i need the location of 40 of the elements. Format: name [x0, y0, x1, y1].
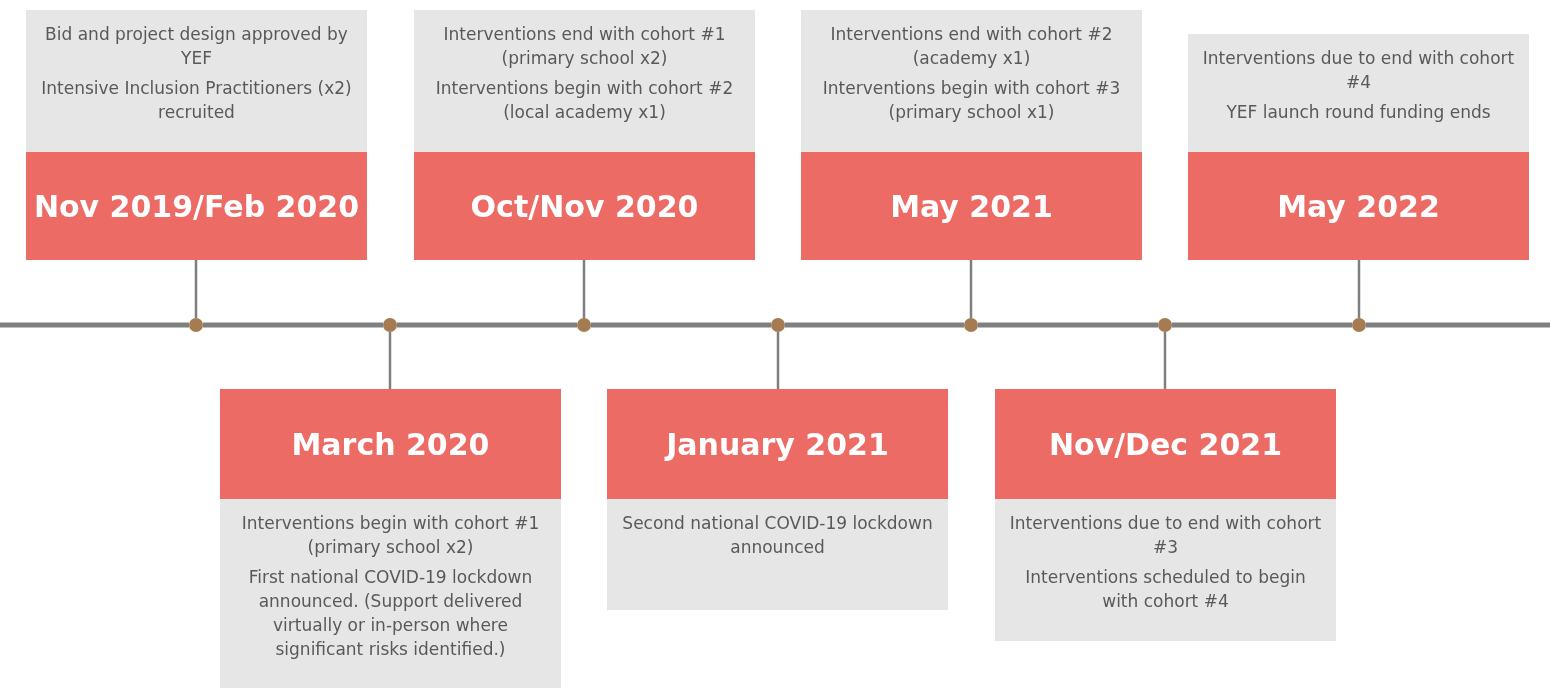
- event-text: YEF launch round funding ends: [1226, 101, 1491, 124]
- date-banner: Nov 2019/Feb 2020: [26, 152, 367, 260]
- connector-stem: [582, 260, 586, 318]
- event-text: Interventions end with cohort #2 (academy x1): [829, 23, 1114, 70]
- date-banner: May 2022: [1188, 152, 1529, 260]
- timeline-dot: [577, 318, 591, 332]
- timeline-dot: [771, 318, 785, 332]
- date-banner: Nov/Dec 2021: [995, 389, 1336, 499]
- event-text: Interventions begin with cohort #1 (primary school x2): [240, 512, 541, 559]
- event-text: Interventions begin with cohort #2 (local academy x1): [434, 77, 735, 124]
- connector-stem: [776, 332, 780, 389]
- event-text: Interventions due to end with cohort #3: [1009, 512, 1322, 559]
- connector-stem: [1357, 260, 1361, 318]
- timeline-line: [978, 322, 1158, 328]
- date-banner: Oct/Nov 2020: [414, 152, 755, 260]
- timeline-line: [785, 322, 964, 328]
- timeline-dot: [189, 318, 203, 332]
- timeline-line: [397, 322, 577, 328]
- event-text: Intensive Inclusion Practitioners (x2) recruited: [40, 77, 353, 124]
- event-text: Interventions end with cohort #1 (primary school x2): [442, 23, 727, 70]
- event-text: Bid and project design approved by YEF: [44, 23, 349, 70]
- timeline-line: [203, 322, 383, 328]
- timeline-dot: [1158, 318, 1172, 332]
- timeline-dot: [1352, 318, 1366, 332]
- event-text: Interventions due to end with cohort #4: [1202, 47, 1515, 94]
- connector-stem: [194, 260, 198, 318]
- event-text: First national COVID-19 lockdown announced. (Support delivered virtually or in-person where significant risks identified.): [247, 566, 534, 661]
- event-text: Second national COVID-19 lockdown announced: [621, 512, 934, 559]
- date-banner: May 2021: [801, 152, 1142, 260]
- event-text: Interventions begin with cohort #3 (primary school x1): [821, 77, 1122, 124]
- connector-stem: [1163, 332, 1167, 389]
- timeline-dot: [383, 318, 397, 332]
- timeline-line: [1172, 322, 1352, 328]
- date-banner: March 2020: [220, 389, 561, 499]
- timeline-dot: [964, 318, 978, 332]
- connector-stem: [388, 332, 392, 389]
- event-text: Interventions scheduled to begin with cohort #4: [1024, 566, 1307, 613]
- date-banner: January 2021: [607, 389, 948, 499]
- timeline-line: [591, 322, 771, 328]
- connector-stem: [969, 260, 973, 318]
